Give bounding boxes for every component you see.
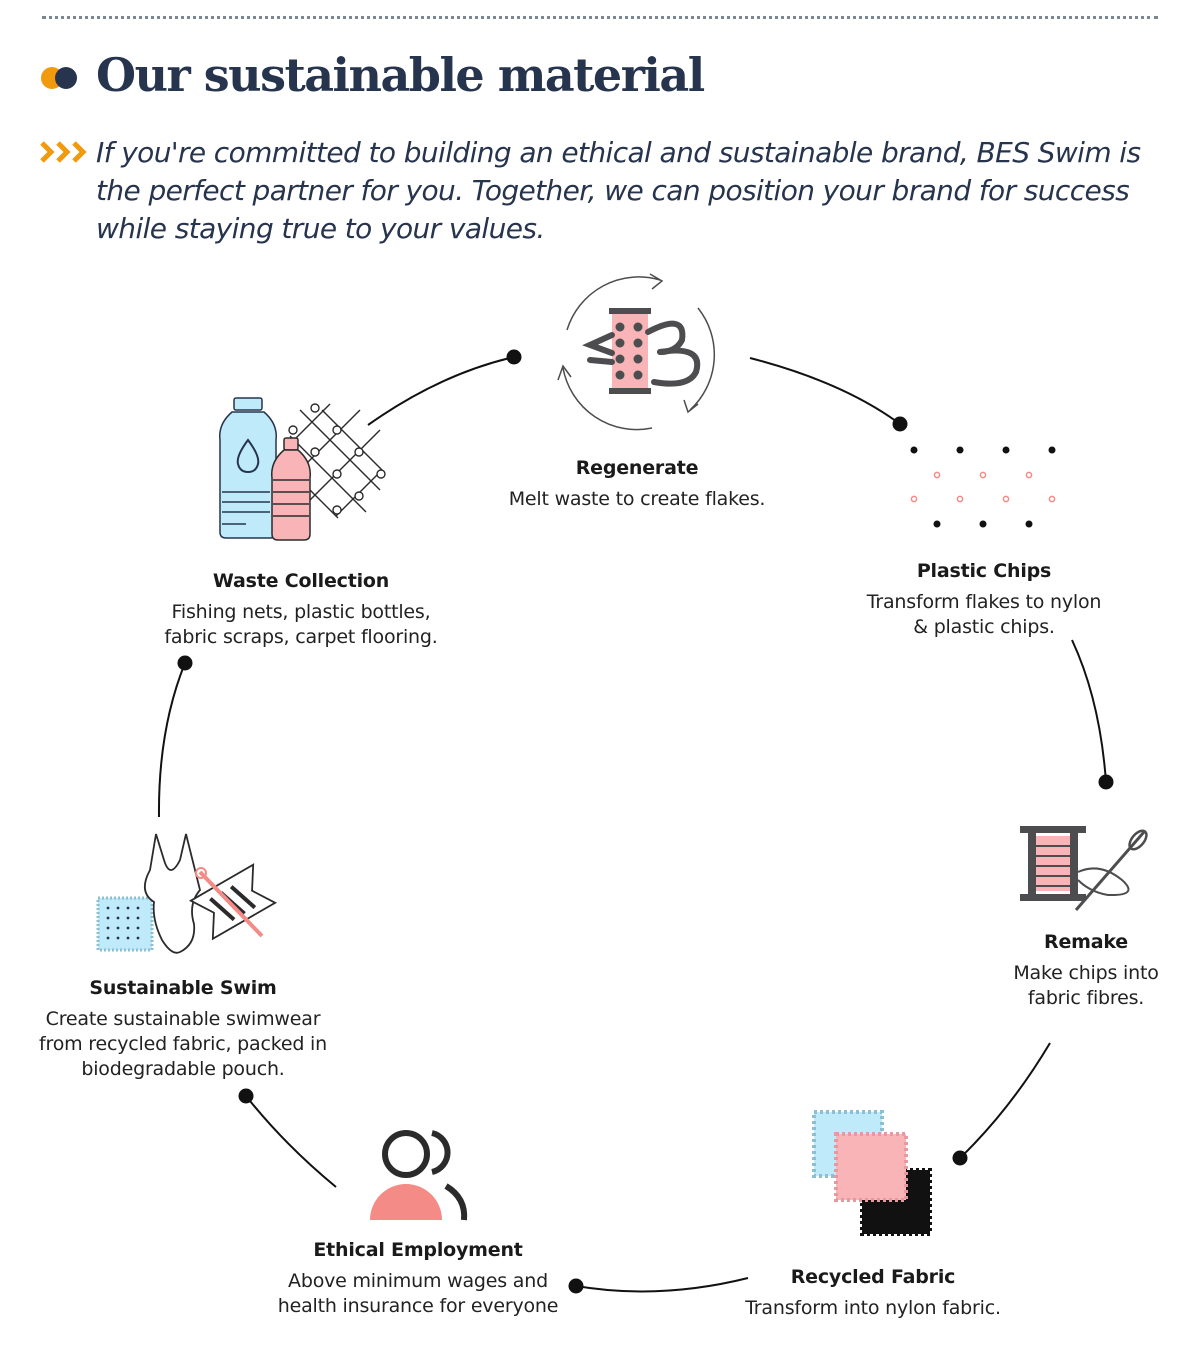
step-desc-line: from recycled fabric, packed in (39, 1033, 327, 1055)
step-desc-line: fabric fibres. (1027, 987, 1145, 1009)
step-desc-line: biodegradable pouch. (81, 1058, 285, 1080)
connector-node (892, 416, 908, 432)
connector-node (568, 1278, 584, 1294)
step-desc-line: Create sustainable swimwear (45, 1008, 321, 1030)
connector-chips-to-remake (1071, 639, 1107, 783)
step-desc-line: Make chips into (1013, 962, 1159, 984)
connector-node (1098, 774, 1114, 790)
chevrons-right-icon (40, 141, 87, 163)
step-title: Regenerate (575, 457, 699, 479)
step-waste-collection: Waste Collection Fishing nets, plastic b… (164, 570, 437, 650)
step-desc-line: fabric scraps, carpet flooring. (164, 626, 438, 648)
fabric-swatches-icon (812, 1110, 932, 1236)
connector-swim-to-waste (157, 662, 186, 818)
step-regenerate: Regenerate Melt waste to create flakes. (509, 457, 766, 512)
connector-node (177, 655, 193, 671)
step-title: Recycled Fabric (790, 1266, 956, 1288)
step-title: Ethical Employment (313, 1239, 523, 1261)
thread-spool-needle-icon (1020, 826, 1148, 911)
step-desc-line: Transform into nylon fabric. (745, 1297, 1001, 1319)
connector-regenerate-to-chips (749, 357, 901, 425)
intro-text: If you're committed to building an ethic… (96, 136, 1141, 245)
connector-remake-to-fabric (959, 1042, 1051, 1159)
connector-fabric-to-employment (575, 1277, 749, 1293)
top-dotted-rule (42, 16, 1158, 19)
step-recycled-fabric: Recycled Fabric Transform into nylon fab… (745, 1266, 1001, 1321)
melt-machine-icon (557, 273, 716, 431)
step-title: Sustainable Swim (89, 977, 277, 999)
connector-node (238, 1088, 254, 1104)
title-bullet-icon (41, 67, 77, 89)
step-desc-line: health insurance for everyone (277, 1295, 559, 1317)
page-title: Our sustainable material (96, 48, 705, 102)
step-desc-line: Transform flakes to nylon (866, 591, 1102, 613)
step-desc-line: Above minimum wages and (288, 1270, 548, 1292)
step-title: Remake (1044, 931, 1128, 953)
people-icon (370, 1130, 468, 1221)
step-title: Waste Collection (212, 570, 390, 592)
step-remake: Remake Make chips into fabric fibres. (1013, 931, 1158, 1011)
bottles-net-icon (219, 397, 386, 541)
step-sustainable-swim: Sustainable Swim Create sustainable swim… (39, 977, 327, 1082)
step-desc-line: Melt waste to create flakes. (508, 488, 766, 510)
step-title: Plastic Chips (916, 560, 1052, 582)
step-desc-line: Fishing nets, plastic bottles, (171, 601, 431, 623)
connector-waste-to-regenerate (367, 356, 515, 426)
swimsuit-icon (96, 833, 278, 954)
step-plastic-chips: Plastic Chips Transform flakes to nylon … (866, 560, 1102, 640)
plastic-chips-icon (910, 446, 1056, 528)
step-ethical-employment: Ethical Employment Above minimum wages a… (278, 1239, 559, 1319)
connector-node (952, 1150, 968, 1166)
connector-employment-to-swim (245, 1095, 337, 1188)
connector-node (506, 349, 522, 365)
step-desc-line: & plastic chips. (913, 616, 1055, 638)
